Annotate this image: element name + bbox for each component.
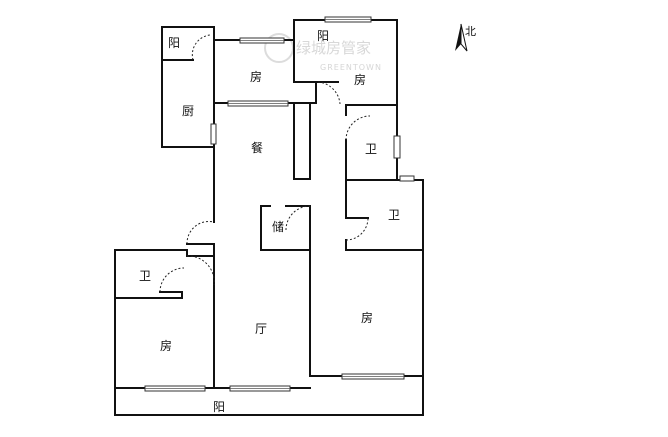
label-bedroom-n2: 房 [354, 72, 366, 87]
window-bath-2 [399, 175, 415, 182]
north-arrow-icon [455, 24, 461, 51]
label-balcony-s: 阳 [213, 400, 225, 414]
bath-3-bottom-wall [114, 291, 183, 299]
storage-left-wall [260, 205, 311, 251]
label-bath-3: 卫 [139, 269, 151, 283]
label-balcony-n: 阳 [317, 29, 329, 43]
label-balcony-nw: 阳 [168, 36, 180, 50]
label-bedroom-sw: 房 [160, 338, 172, 353]
door-balcony-nw [191, 34, 211, 61]
storage-right-wall [285, 205, 311, 377]
door-bath-1 [345, 115, 371, 141]
bath-3-top-wall [114, 249, 215, 389]
walls [114, 19, 424, 416]
label-living: 厅 [255, 322, 267, 336]
north-label: 北 [465, 25, 476, 38]
watermark-sub: GREENTOWN [320, 63, 382, 72]
label-bedroom-se: 房 [361, 310, 373, 325]
door-bedroom-n2 [317, 81, 341, 105]
windows [144, 16, 415, 392]
door-storage [285, 205, 311, 231]
window-bath-1 [393, 135, 401, 159]
door-bath-2 [345, 217, 369, 241]
room-labels: 阳 厨 房 阳 房 餐 卫 卫 储 卫 房 厅 房 阳 [139, 29, 400, 414]
watermark-brand: 绿城房管家 [296, 39, 371, 57]
doors [159, 34, 371, 293]
door-bedroom-sw [186, 255, 215, 286]
door-hall [186, 220, 215, 245]
door-bath-3 [159, 267, 185, 293]
balcony-s-wall [114, 375, 424, 416]
label-kitchen: 厨 [182, 104, 194, 118]
label-storage: 储 [272, 219, 284, 234]
column [293, 102, 311, 180]
label-dining: 餐 [251, 140, 263, 155]
north-arrow: 北 [455, 23, 476, 52]
window-kitchen [210, 123, 217, 145]
bedroom-n1-right-wall [293, 39, 317, 104]
label-bath-2: 卫 [388, 208, 400, 222]
label-bedroom-n1: 房 [250, 69, 262, 84]
label-bath-1: 卫 [365, 142, 377, 156]
